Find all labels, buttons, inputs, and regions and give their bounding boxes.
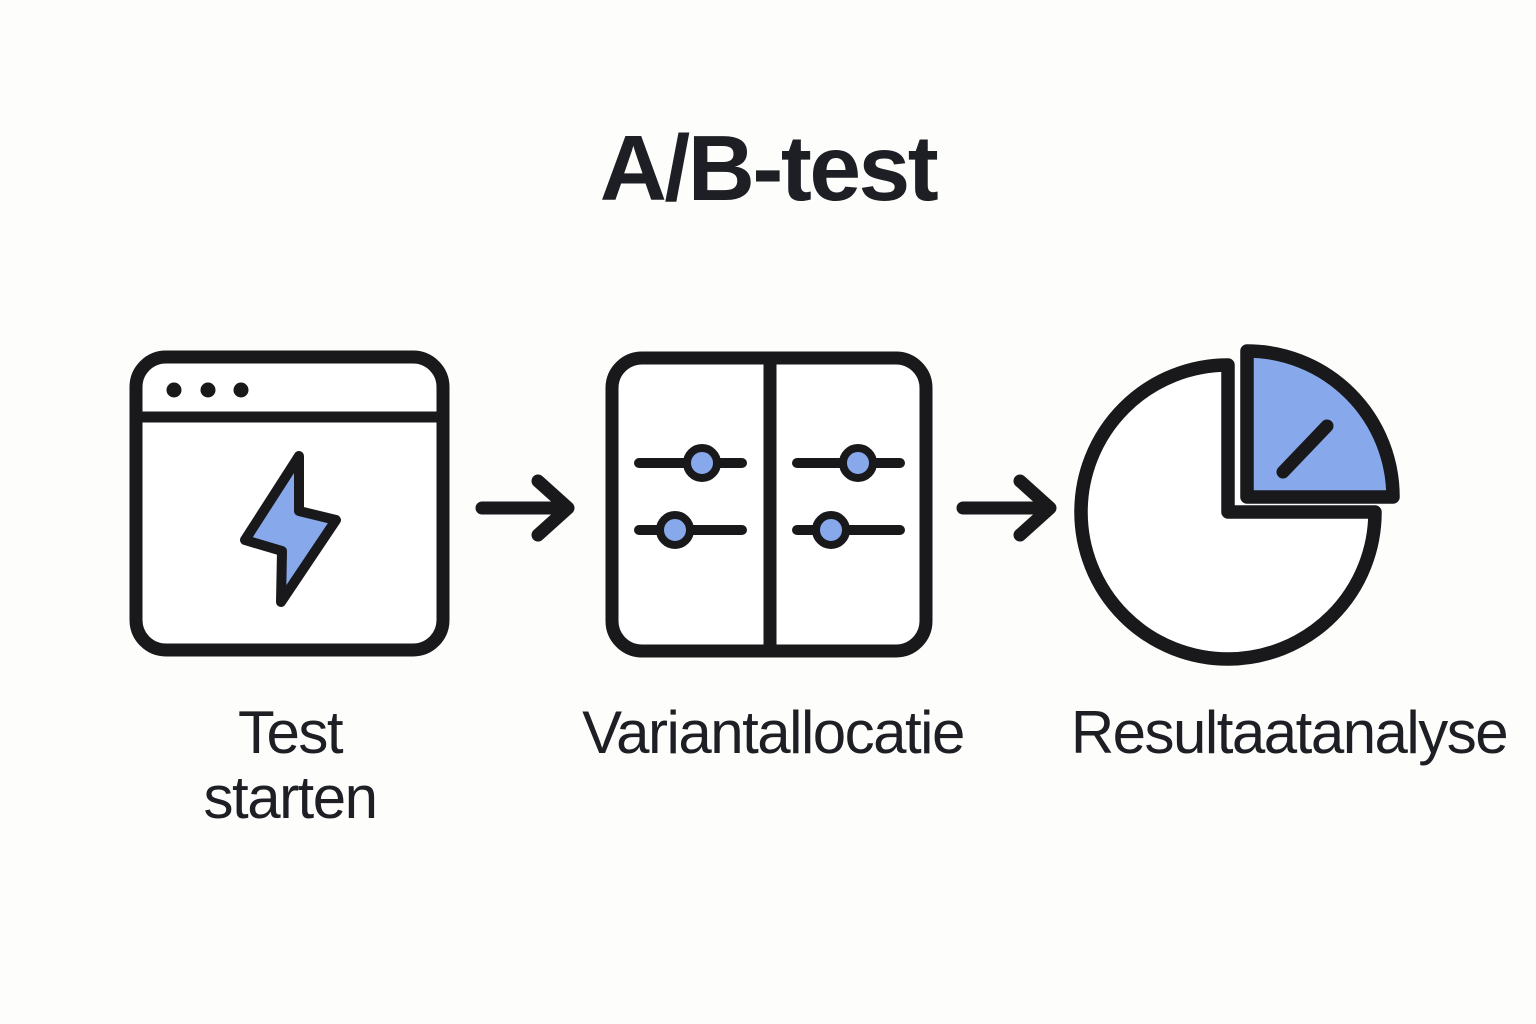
slider-left-bottom <box>634 511 747 549</box>
split-panel-sliders-icon <box>605 351 933 658</box>
slider-knob <box>839 444 877 482</box>
step-label-resultaatanalyse: Resultaatanalyse <box>1070 699 1509 766</box>
step-label-test-starten: Test starten <box>203 699 378 832</box>
slider-right-top <box>792 444 905 482</box>
lightning-bolt-icon <box>240 451 341 607</box>
pie-chart-icon <box>1074 344 1400 666</box>
arrow-right-icon <box>475 474 575 542</box>
slider-knob <box>812 511 850 549</box>
browser-window-lightning-icon <box>129 350 450 657</box>
slider-knob <box>656 511 694 549</box>
slider-left-top <box>634 444 747 482</box>
pie-chart-body <box>1074 358 1382 666</box>
pie-slice-tick-mark <box>1276 419 1334 479</box>
browser-window-dots-icon <box>166 382 249 398</box>
step-label-variantallocatie: Variantallocatie <box>582 699 965 766</box>
diagram-title: A/B-test <box>599 116 939 220</box>
slider-knob <box>683 444 721 482</box>
slider-right-bottom <box>792 511 905 549</box>
arrow-right-icon <box>956 474 1057 542</box>
